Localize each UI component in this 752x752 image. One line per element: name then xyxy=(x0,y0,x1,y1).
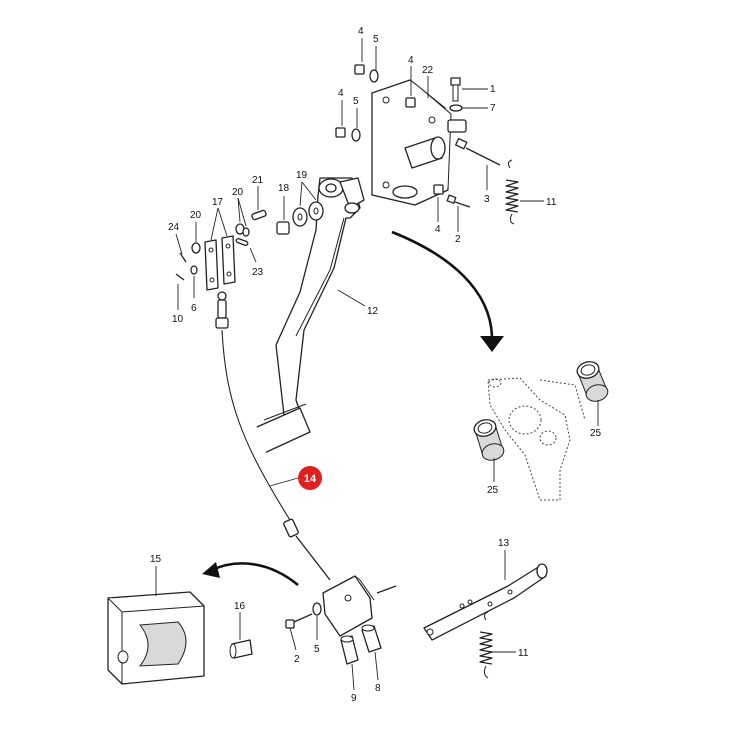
callout-24: 24 xyxy=(168,222,180,233)
callout-9: 9 xyxy=(351,693,357,704)
callout-18: 18 xyxy=(278,183,290,194)
washer-5-left xyxy=(351,128,361,142)
callout-14: 14 xyxy=(304,473,317,485)
nut-4-bracket xyxy=(405,97,416,108)
highlight-badge xyxy=(298,466,322,490)
bolt-1 xyxy=(450,77,461,102)
callout-2: 2 xyxy=(294,654,300,665)
callout-5: 5 xyxy=(314,644,320,655)
block-15 xyxy=(107,591,205,685)
callout-3: 3 xyxy=(484,194,490,205)
bracket-tab xyxy=(447,119,467,133)
bushing-housing-ghost xyxy=(487,377,586,501)
callout-25: 25 xyxy=(590,428,602,439)
callout-4: 4 xyxy=(358,26,364,37)
callout-21: 21 xyxy=(252,175,264,186)
callout-7: 7 xyxy=(490,103,496,114)
lever-13 xyxy=(423,563,548,641)
long-bolt-3 xyxy=(455,137,501,166)
callout-10: 10 xyxy=(172,314,184,325)
block-arrow xyxy=(202,562,299,587)
washer-20a xyxy=(191,242,201,254)
callout-23: 23 xyxy=(252,267,264,278)
mounting-bracket xyxy=(371,79,452,206)
callout-16: 16 xyxy=(234,601,246,612)
clip-6 xyxy=(190,265,198,275)
callout-8: 8 xyxy=(375,683,381,694)
washer-5-lower xyxy=(312,602,322,616)
callout-12: 12 xyxy=(367,306,379,317)
bolt-lower-right xyxy=(376,585,397,594)
callout-2: 2 xyxy=(455,234,461,245)
spring-11-top xyxy=(505,159,519,225)
callout-5: 5 xyxy=(353,96,359,107)
callout-13: 13 xyxy=(498,538,510,549)
nut-18 xyxy=(276,221,290,235)
pin-21 xyxy=(251,209,267,221)
cable-14 xyxy=(215,291,331,581)
callout-4: 4 xyxy=(435,224,441,235)
callout-labels: 4 5 4 5 4 22 1 7 3 11 4 2 19 18 21 20 17… xyxy=(150,26,602,704)
callout-11: 11 xyxy=(518,648,529,659)
callout-19: 19 xyxy=(296,170,308,181)
callout-11: 11 xyxy=(546,197,557,208)
callout-15: 15 xyxy=(150,554,162,565)
callout-17: 17 xyxy=(212,197,224,208)
plate-17a xyxy=(204,239,219,291)
bushing-25-right xyxy=(576,361,609,402)
pin-9 xyxy=(340,635,359,665)
washer-20c xyxy=(242,227,250,237)
detail-arrow xyxy=(391,230,504,352)
leader-lines xyxy=(155,38,599,691)
pin-8 xyxy=(361,624,382,653)
callout-20: 20 xyxy=(190,210,202,221)
pin-10 xyxy=(175,273,185,281)
callout-22: 22 xyxy=(422,65,434,76)
spring-11-bottom xyxy=(479,611,493,679)
nut-4-top xyxy=(354,64,365,75)
callout-6: 6 xyxy=(191,303,197,314)
callout-1: 1 xyxy=(490,84,496,95)
washer-7 xyxy=(449,104,463,112)
washers-19 xyxy=(292,201,324,227)
nut-4-left xyxy=(335,127,346,138)
callout-4: 4 xyxy=(338,88,344,99)
bushing-25-left xyxy=(473,419,505,461)
callout-20: 20 xyxy=(232,187,244,198)
clevis-block xyxy=(322,575,375,637)
callout-4: 4 xyxy=(408,55,414,66)
pin-23 xyxy=(235,237,249,247)
pin-24 xyxy=(179,252,187,263)
washer-5-top xyxy=(369,69,379,83)
bolt-2-lower xyxy=(285,613,313,629)
callout-5: 5 xyxy=(373,34,379,45)
callout-25: 25 xyxy=(487,485,499,496)
nut-4-bottom xyxy=(433,184,444,195)
callout-14-highlight: 14 xyxy=(298,466,322,490)
pin-16 xyxy=(229,639,253,659)
plate-17b xyxy=(221,235,236,285)
bolt-2-top xyxy=(446,194,471,208)
pedal-arm-12 xyxy=(275,177,365,416)
